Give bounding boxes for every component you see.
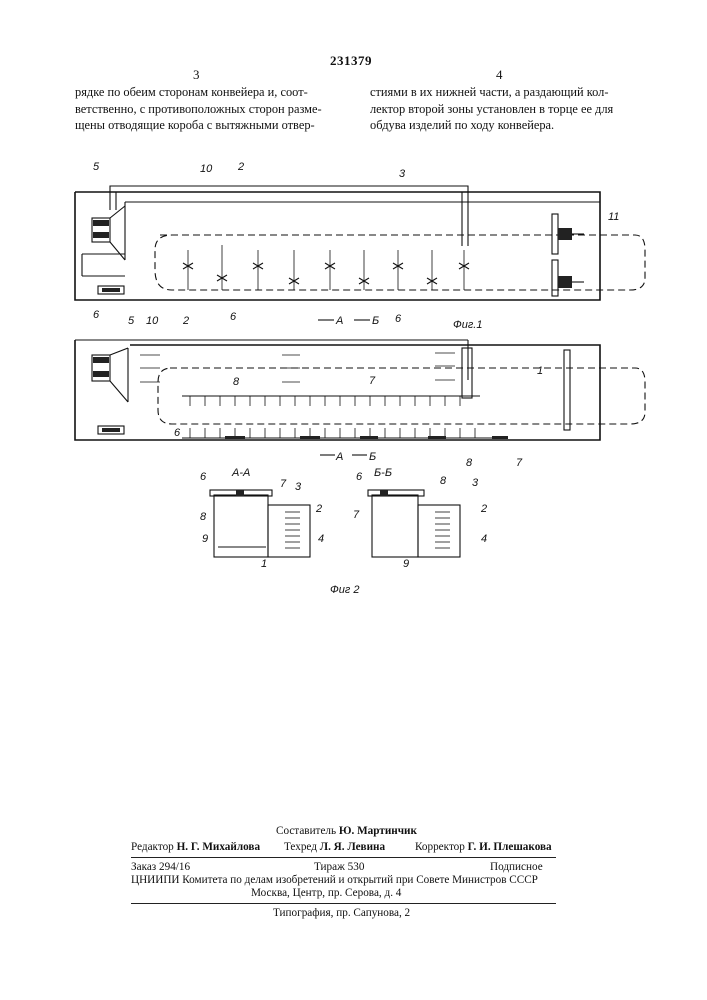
svg-text:1: 1 (261, 558, 267, 570)
fig1-drawing: 5 10 2 3 11 6 6 6 А Б Фиг.1 (75, 161, 645, 331)
section-b-b: Б-Б 6 8 3 2 7 4 9 (353, 467, 487, 570)
svg-text:8: 8 (233, 376, 240, 388)
svg-text:6: 6 (356, 471, 363, 483)
compiler-name: Ю. Мартинчик (339, 825, 417, 837)
svg-text:1: 1 (537, 365, 543, 377)
svg-text:10: 10 (146, 315, 159, 327)
footer-divider-2 (131, 903, 556, 904)
text-line: ветственно, с противоположных сторон раз… (75, 101, 343, 118)
svg-text:7: 7 (369, 375, 376, 387)
text-line: лектор второй зоны установлен в торце ее… (370, 101, 638, 118)
editor-name: Н. Г. Михайлова (177, 841, 260, 853)
text-line: рядке по обеим сторонам конвейера и, соо… (75, 84, 343, 101)
svg-text:4: 4 (481, 533, 487, 545)
svg-text:11: 11 (608, 211, 619, 223)
text-line: стиями в их нижней части, а раздающий ко… (370, 84, 638, 101)
svg-text:2: 2 (182, 315, 189, 327)
svg-text:3: 3 (295, 481, 302, 493)
cut-b-label: Б (372, 315, 379, 327)
fig1-caption: Фиг.1 (453, 319, 482, 331)
svg-text:8: 8 (440, 475, 447, 487)
svg-text:6: 6 (395, 313, 402, 325)
right-column-number: 4 (496, 67, 503, 83)
svg-text:9: 9 (202, 533, 208, 545)
left-column-number: 3 (193, 67, 200, 83)
svg-text:6: 6 (200, 471, 207, 483)
svg-text:3: 3 (472, 477, 479, 489)
svg-text:6: 6 (174, 427, 181, 439)
svg-text:4: 4 (318, 533, 324, 545)
svg-text:7: 7 (516, 457, 523, 469)
section-aa-title: А-А (231, 467, 250, 479)
text-line: щены отводящие короба с вытяжными отвер- (75, 117, 343, 134)
compiler-label: Составитель (276, 825, 336, 837)
corrector-line: Корректор Г. И. Плешакова (415, 840, 552, 855)
svg-text:6: 6 (93, 309, 100, 321)
svg-text:2: 2 (237, 161, 244, 173)
cut-a-label-2: А (335, 451, 343, 463)
left-column-text: рядке по обеим сторонам конвейера и, соо… (75, 84, 343, 134)
compiler-line: Составитель Ю. Мартинчик (276, 824, 417, 839)
svg-text:8: 8 (466, 457, 473, 469)
corrector-label: Корректор (415, 841, 465, 853)
section-bb-title: Б-Б (374, 467, 392, 479)
svg-text:7: 7 (353, 509, 360, 521)
footer-divider (131, 857, 556, 858)
svg-text:6: 6 (230, 311, 237, 323)
svg-text:7: 7 (280, 478, 287, 490)
svg-text:2: 2 (480, 503, 487, 515)
corrector-name: Г. И. Плешакова (468, 841, 552, 853)
editor-label: Редактор (131, 841, 174, 853)
svg-text:9: 9 (403, 558, 409, 570)
tech-label: Техред (284, 841, 317, 853)
fig1-side-view: ​ 5 10 2 7 1 8 6 8 7 А Б (75, 307, 645, 469)
patent-number: 231379 (330, 53, 372, 69)
svg-text:5: 5 (128, 315, 135, 327)
technical-drawing: 5 10 2 3 11 6 6 6 А Б Фиг.1 (0, 150, 707, 600)
tech-name: Л. Я. Левина (320, 841, 385, 853)
editor-line: Редактор Н. Г. Михайлова (131, 840, 260, 855)
svg-text:10: 10 (200, 163, 213, 175)
cut-b-label-2: Б (369, 451, 376, 463)
svg-text:3: 3 (399, 168, 406, 180)
cut-a-label: А (335, 315, 343, 327)
svg-text:2: 2 (315, 503, 322, 515)
svg-text:5: 5 (93, 161, 100, 173)
svg-text:8: 8 (200, 511, 207, 523)
text-line: обдува изделий по ходу конвейера. (370, 117, 638, 134)
tech-line: Техред Л. Я. Левина (284, 840, 385, 855)
fig2-caption: Фиг 2 (330, 584, 359, 596)
printer-line: Типография, пр. Сапунова, 2 (273, 906, 410, 921)
section-a-a: А-А 6 7 3 2 8 4 9 1 (200, 467, 324, 570)
right-column-text: стиями в их нижней части, а раздающий ко… (370, 84, 638, 134)
address-line: Москва, Центр, пр. Серова, д. 4 (251, 886, 401, 901)
